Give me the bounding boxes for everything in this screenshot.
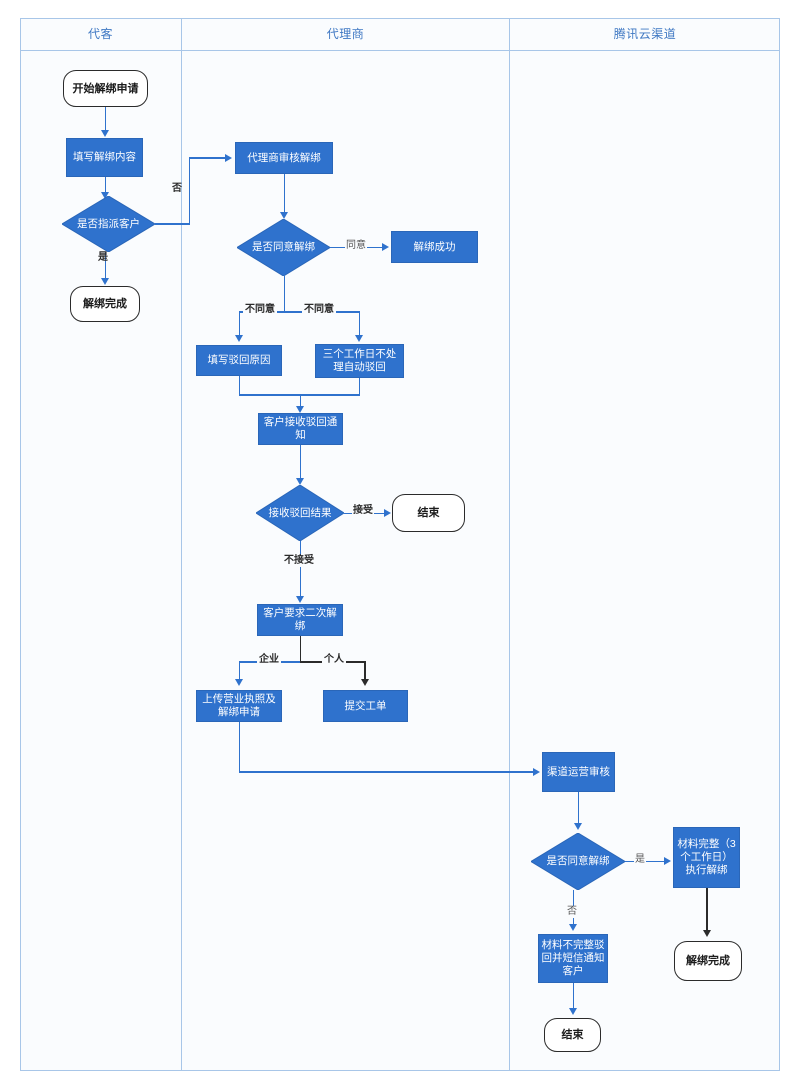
arrowhead-agree-to-success xyxy=(382,243,389,251)
edge-label-enterprise: 企业 xyxy=(257,654,281,666)
edge-notice-to-result xyxy=(299,445,302,481)
edge-second-unbind-stem xyxy=(299,636,302,662)
edge-label-agree: 同意 xyxy=(345,240,367,252)
arrowhead-channel-to-decision xyxy=(574,823,582,830)
arrowhead-disagree-right xyxy=(355,335,363,342)
edge-reject-reason-down xyxy=(238,376,241,395)
node-is-assigned-customer[interactable]: 是否指派客户 xyxy=(62,196,155,252)
edge-auto-reject-down xyxy=(358,378,361,395)
node-upload-license-and-application[interactable]: 上传营业执照及解绑申请 xyxy=(196,690,282,722)
edge-label-disagree-left: 不同意 xyxy=(243,304,277,316)
edge-cross-lane-h xyxy=(238,771,535,773)
lane-title-tencent: 腾讯云渠道 xyxy=(613,27,677,41)
node-materials-complete-execute-unbind[interactable]: 材料完整（3个工作日）执行解绑 xyxy=(673,827,740,888)
arrowhead-review-to-decision xyxy=(280,212,288,219)
edge-label-accept: 接受 xyxy=(352,505,374,517)
edge-disagree-split-h xyxy=(239,311,360,313)
edge-channel-to-decision xyxy=(577,792,580,826)
arrowhead-enterprise xyxy=(235,679,243,686)
arrowhead-merge-reject xyxy=(296,406,304,413)
node-end-agent[interactable]: 结束 xyxy=(392,494,465,532)
edge-label-no-tencent: 否 xyxy=(566,906,578,918)
edge-label-no-assign: 否 xyxy=(172,183,182,194)
diamond-shape-icon xyxy=(237,219,330,276)
node-receive-reject-result[interactable]: 接收驳回结果 xyxy=(256,485,344,541)
node-label: 接收驳回结果 xyxy=(268,506,332,519)
node-agree-unbind-decision[interactable]: 是否同意解绑 xyxy=(237,219,330,276)
node-unbind-success[interactable]: 解绑成功 xyxy=(391,231,478,263)
node-submit-ticket[interactable]: 提交工单 xyxy=(323,690,408,722)
node-materials-incomplete-reject-sms[interactable]: 材料不完整驳回并短信通知客户 xyxy=(538,934,608,983)
lane-divider-2 xyxy=(509,18,510,1071)
arrowhead-tencent-yes xyxy=(664,857,671,865)
arrowhead-incomplete-to-end xyxy=(569,1008,577,1015)
edge-assign-yes xyxy=(104,252,107,280)
arrowhead-materials-complete-to-done xyxy=(702,930,711,937)
edge-enterprise-v xyxy=(238,661,241,681)
node-unbind-complete-customer[interactable]: 解绑完成 xyxy=(70,286,140,322)
node-label: 是否指派客户 xyxy=(77,217,140,230)
edge-disagree-left-v xyxy=(238,311,241,337)
edge-label-disagree-right: 不同意 xyxy=(302,304,336,316)
edge-merge-reject-h xyxy=(238,394,360,396)
arrowhead-cross-lane xyxy=(533,768,540,776)
swimlane-frame xyxy=(20,18,780,1071)
edge-assign-no-v xyxy=(188,157,191,224)
edge-label-yes-tencent: 是 xyxy=(634,854,646,866)
edge-assign-no-h1 xyxy=(155,223,190,225)
arrowhead-accept-to-end xyxy=(384,509,391,517)
edge-label-yes-assign: 是 xyxy=(98,252,108,263)
node-customer-receive-reject-notice[interactable]: 客户接收驳回通知 xyxy=(258,413,343,445)
lane-title-customer: 代客 xyxy=(87,27,113,41)
edge-not-accept xyxy=(299,541,302,598)
node-end-tencent[interactable]: 结束 xyxy=(544,1018,601,1052)
edge-label-individual: 个人 xyxy=(322,654,346,666)
node-start-unbind-request[interactable]: 开始解绑申请 xyxy=(63,70,148,107)
node-label: 是否同意解绑 xyxy=(252,241,315,253)
lane-title-agent: 代理商 xyxy=(326,27,365,41)
edge-disagree-right-v xyxy=(358,311,361,337)
edge-individual-v xyxy=(364,661,366,681)
edge-materials-complete-to-done xyxy=(706,888,708,932)
edge-incomplete-to-end xyxy=(572,983,575,1011)
node-agree-unbind-decision-tencent[interactable]: 是否同意解绑 xyxy=(531,833,625,890)
node-fill-unbind-content[interactable]: 填写解绑内容 xyxy=(66,138,143,177)
arrowhead-disagree-left xyxy=(235,335,243,342)
arrowhead-notice-to-result xyxy=(296,478,304,485)
edge-disagree-stem xyxy=(283,276,286,312)
edge-fill-to-decision xyxy=(104,177,107,196)
swimlane-header-rule xyxy=(20,50,780,51)
edge-label-not-accept: 不接受 xyxy=(282,555,316,567)
arrowhead-tencent-no xyxy=(569,924,577,931)
arrowhead-start-to-fill xyxy=(101,130,109,137)
node-customer-request-second-unbind[interactable]: 客户要求二次解绑 xyxy=(257,604,343,636)
arrowhead-individual xyxy=(360,679,369,686)
diamond-shape-icon xyxy=(531,833,625,890)
edge-merge-reject-v xyxy=(299,394,302,408)
node-channel-operation-review[interactable]: 渠道运营审核 xyxy=(542,752,615,792)
node-auto-reject-3-days[interactable]: 三个工作日不处理自动驳回 xyxy=(315,344,404,378)
arrowhead-not-accept xyxy=(296,596,304,603)
arrowhead-assign-yes xyxy=(101,278,109,285)
node-label: 是否同意解绑 xyxy=(546,855,610,867)
arrowhead-fill-to-decision xyxy=(101,192,109,199)
edge-review-to-decision xyxy=(283,174,286,216)
node-agent-review-unbind[interactable]: 代理商审核解绑 xyxy=(235,142,333,174)
edge-start-to-fill xyxy=(104,107,107,131)
node-fill-reject-reason[interactable]: 填写驳回原因 xyxy=(196,345,282,376)
edge-cross-lane-v xyxy=(238,722,241,772)
edge-assign-no-h2 xyxy=(188,157,227,159)
diamond-shape-icon xyxy=(256,485,344,541)
diamond-shape-icon xyxy=(62,196,155,252)
node-unbind-complete-tencent[interactable]: 解绑完成 xyxy=(674,941,742,981)
lane-divider-1 xyxy=(181,18,182,1071)
arrowhead-assign-no xyxy=(225,153,232,162)
